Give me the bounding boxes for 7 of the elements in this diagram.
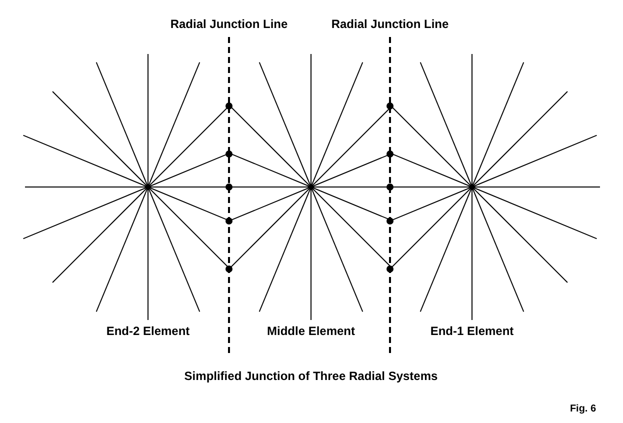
caption: Simplified Junction of Three Radial Systems: [184, 369, 438, 383]
element-label: End-2 Element: [106, 324, 190, 338]
line-label: Radial Junction Line: [331, 17, 449, 31]
element-label: End-1 Element: [430, 324, 514, 338]
figure-number: Fig. 6: [570, 404, 596, 414]
element-label: Middle Element: [267, 324, 355, 338]
line-label: Radial Junction Line: [170, 17, 288, 31]
